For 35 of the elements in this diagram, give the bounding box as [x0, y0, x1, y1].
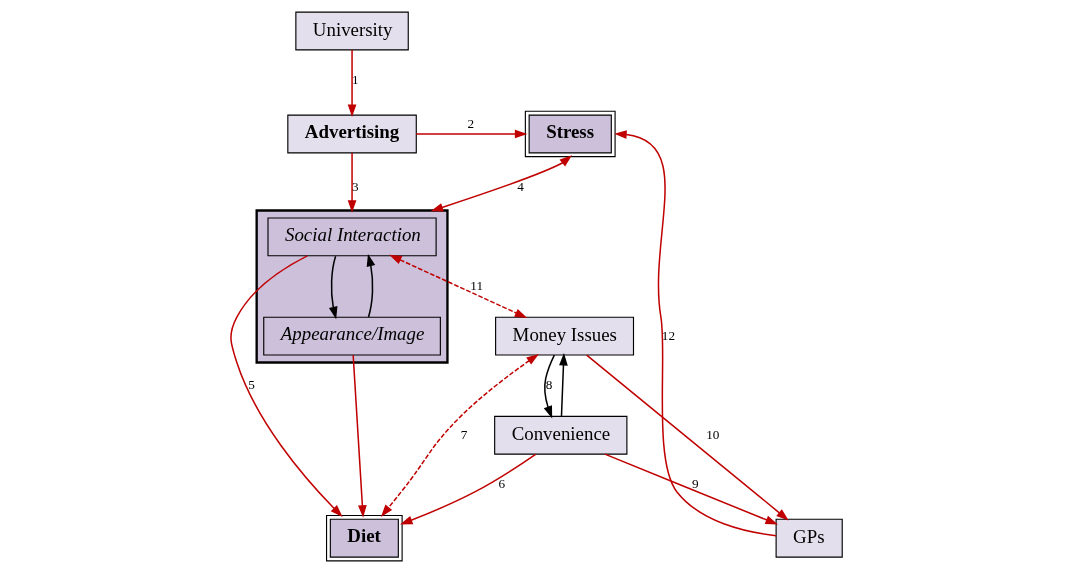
node-box: Social Interaction — [267, 217, 437, 257]
edge-label: 12 — [661, 327, 676, 343]
arrow — [380, 353, 539, 517]
edge-label: 6 — [498, 476, 506, 492]
arrow — [400, 453, 537, 525]
node-box: Stress — [524, 110, 616, 158]
arrow — [430, 155, 572, 212]
arrow — [328, 255, 338, 320]
edge-label: 8 — [545, 377, 553, 393]
arrow — [352, 354, 367, 518]
node-box: Appearance/Image — [263, 316, 441, 356]
node-box: Convenience — [494, 415, 628, 455]
arrow — [543, 354, 556, 419]
arrow — [604, 453, 778, 525]
edge-label: 5 — [248, 377, 255, 393]
arrow — [230, 255, 343, 518]
arrow — [614, 130, 777, 537]
edge-label: 4 — [517, 178, 524, 194]
arrow — [559, 353, 568, 417]
node-box: Advertising — [287, 114, 417, 154]
edge-label: 11 — [470, 277, 484, 293]
node-box: Money Issues — [495, 316, 635, 356]
edge-label: 9 — [692, 476, 699, 492]
node-box: University — [295, 11, 409, 51]
edge-label: 1 — [352, 72, 359, 88]
arrow — [389, 254, 528, 319]
edge-label: 7 — [460, 426, 468, 442]
arrow — [366, 253, 376, 318]
arrow — [415, 129, 528, 139]
arrow — [585, 354, 789, 521]
node-box: GPs — [775, 518, 843, 558]
arrow — [347, 49, 357, 118]
edge-label: 2 — [467, 115, 475, 131]
cluster — [255, 209, 449, 364]
edge-label: 10 — [706, 426, 720, 442]
